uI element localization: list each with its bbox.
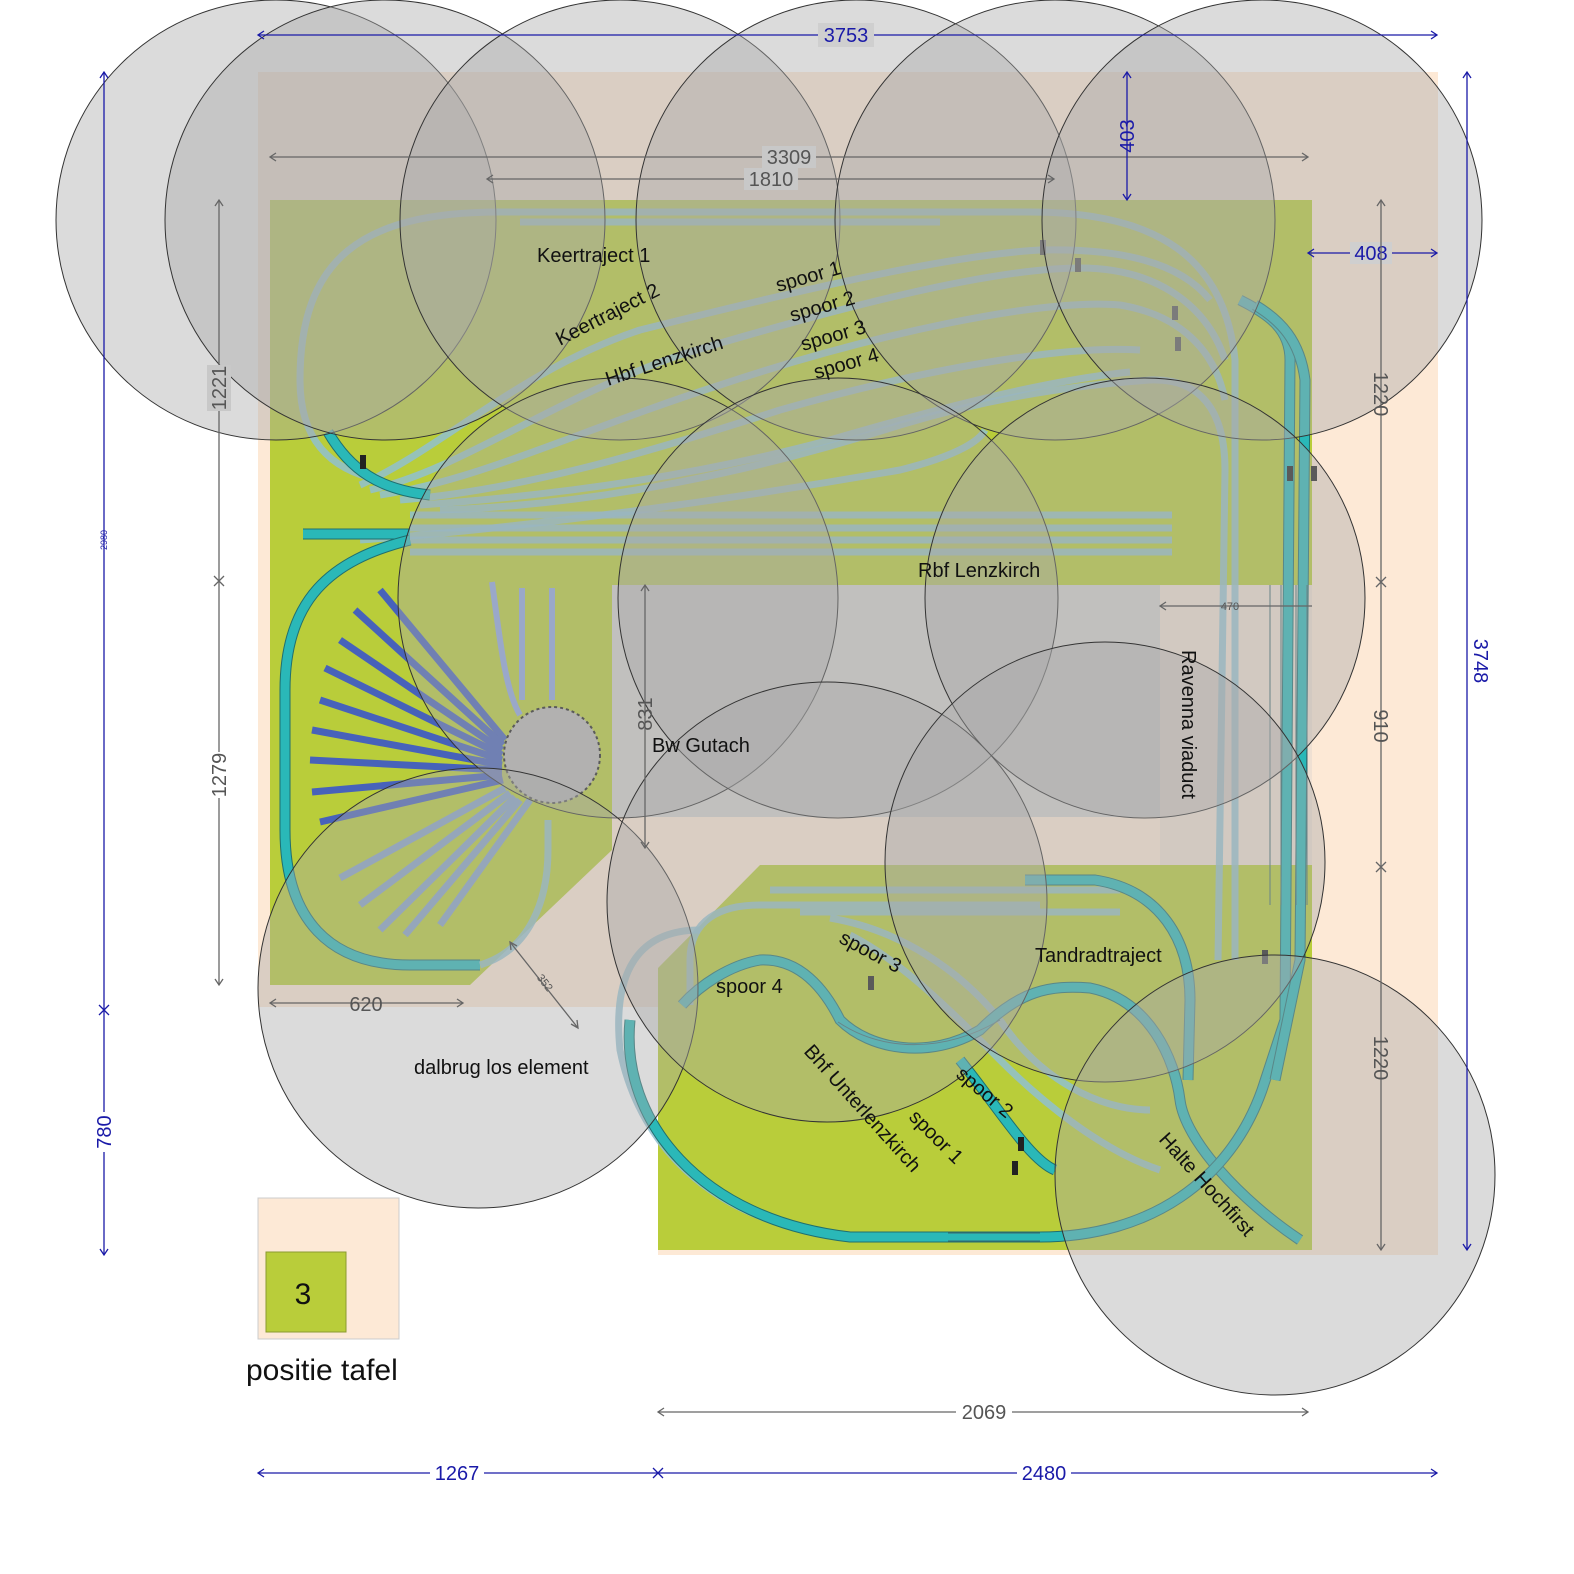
dim-3753: 3753 [824, 25, 869, 47]
label-rbf-lenzkirch: Rbf Lenzkirch [918, 560, 1040, 582]
dim-1810: 1810 [749, 169, 794, 191]
dim-1221: 1221 [209, 366, 231, 411]
dim-831: 831 [635, 697, 657, 730]
dim-3748: 3748 [1469, 639, 1491, 684]
label-keertraject-1: Keertraject 1 [537, 245, 650, 267]
label-ravenna-viaduct: Ravenna viaduct [1177, 650, 1199, 799]
legend-number: 3 [295, 1278, 312, 1311]
label-bw-gutach: Bw Gutach [652, 735, 750, 757]
dim-1267: 1267 [435, 1463, 480, 1485]
legend-caption: positie tafel [246, 1354, 398, 1387]
dim-1220-bot: 1220 [1369, 1036, 1391, 1081]
boards [258, 72, 1438, 1255]
signals [360, 240, 1317, 1175]
turntable [503, 706, 601, 804]
dim-910: 910 [1369, 709, 1391, 742]
board-top-green [270, 200, 1312, 585]
dim-470: 470 [1221, 601, 1239, 613]
dimensions: 3753 3309 1810 403 408 3748 1220 910 122… [92, 23, 1491, 1485]
dim-620: 620 [349, 994, 382, 1016]
label-tandradtraject: Tandradtraject [1035, 945, 1162, 967]
label-spoor-4-bottom: spoor 4 [716, 976, 783, 998]
dim-2980: 2980 [99, 530, 109, 550]
dim-2480: 2480 [1022, 1463, 1067, 1485]
legend: 3 positie tafel [246, 1197, 400, 1387]
dim-403: 403 [1117, 119, 1139, 152]
legend-table-3 [265, 1251, 347, 1333]
tracks [279, 208, 1311, 1245]
center-opening [612, 585, 1160, 817]
dim-780: 780 [94, 1115, 116, 1148]
dim-3309: 3309 [767, 147, 812, 169]
dim-1220-top: 1220 [1369, 372, 1391, 417]
dim-408: 408 [1354, 243, 1387, 265]
dim-2069: 2069 [962, 1402, 1007, 1424]
turntable-area [309, 581, 601, 938]
label-dalbrug: dalbrug los element [414, 1057, 589, 1079]
board-bottom-green [658, 865, 1312, 1250]
dim-1279: 1279 [209, 753, 231, 798]
reach-circles [55, 0, 1496, 1396]
